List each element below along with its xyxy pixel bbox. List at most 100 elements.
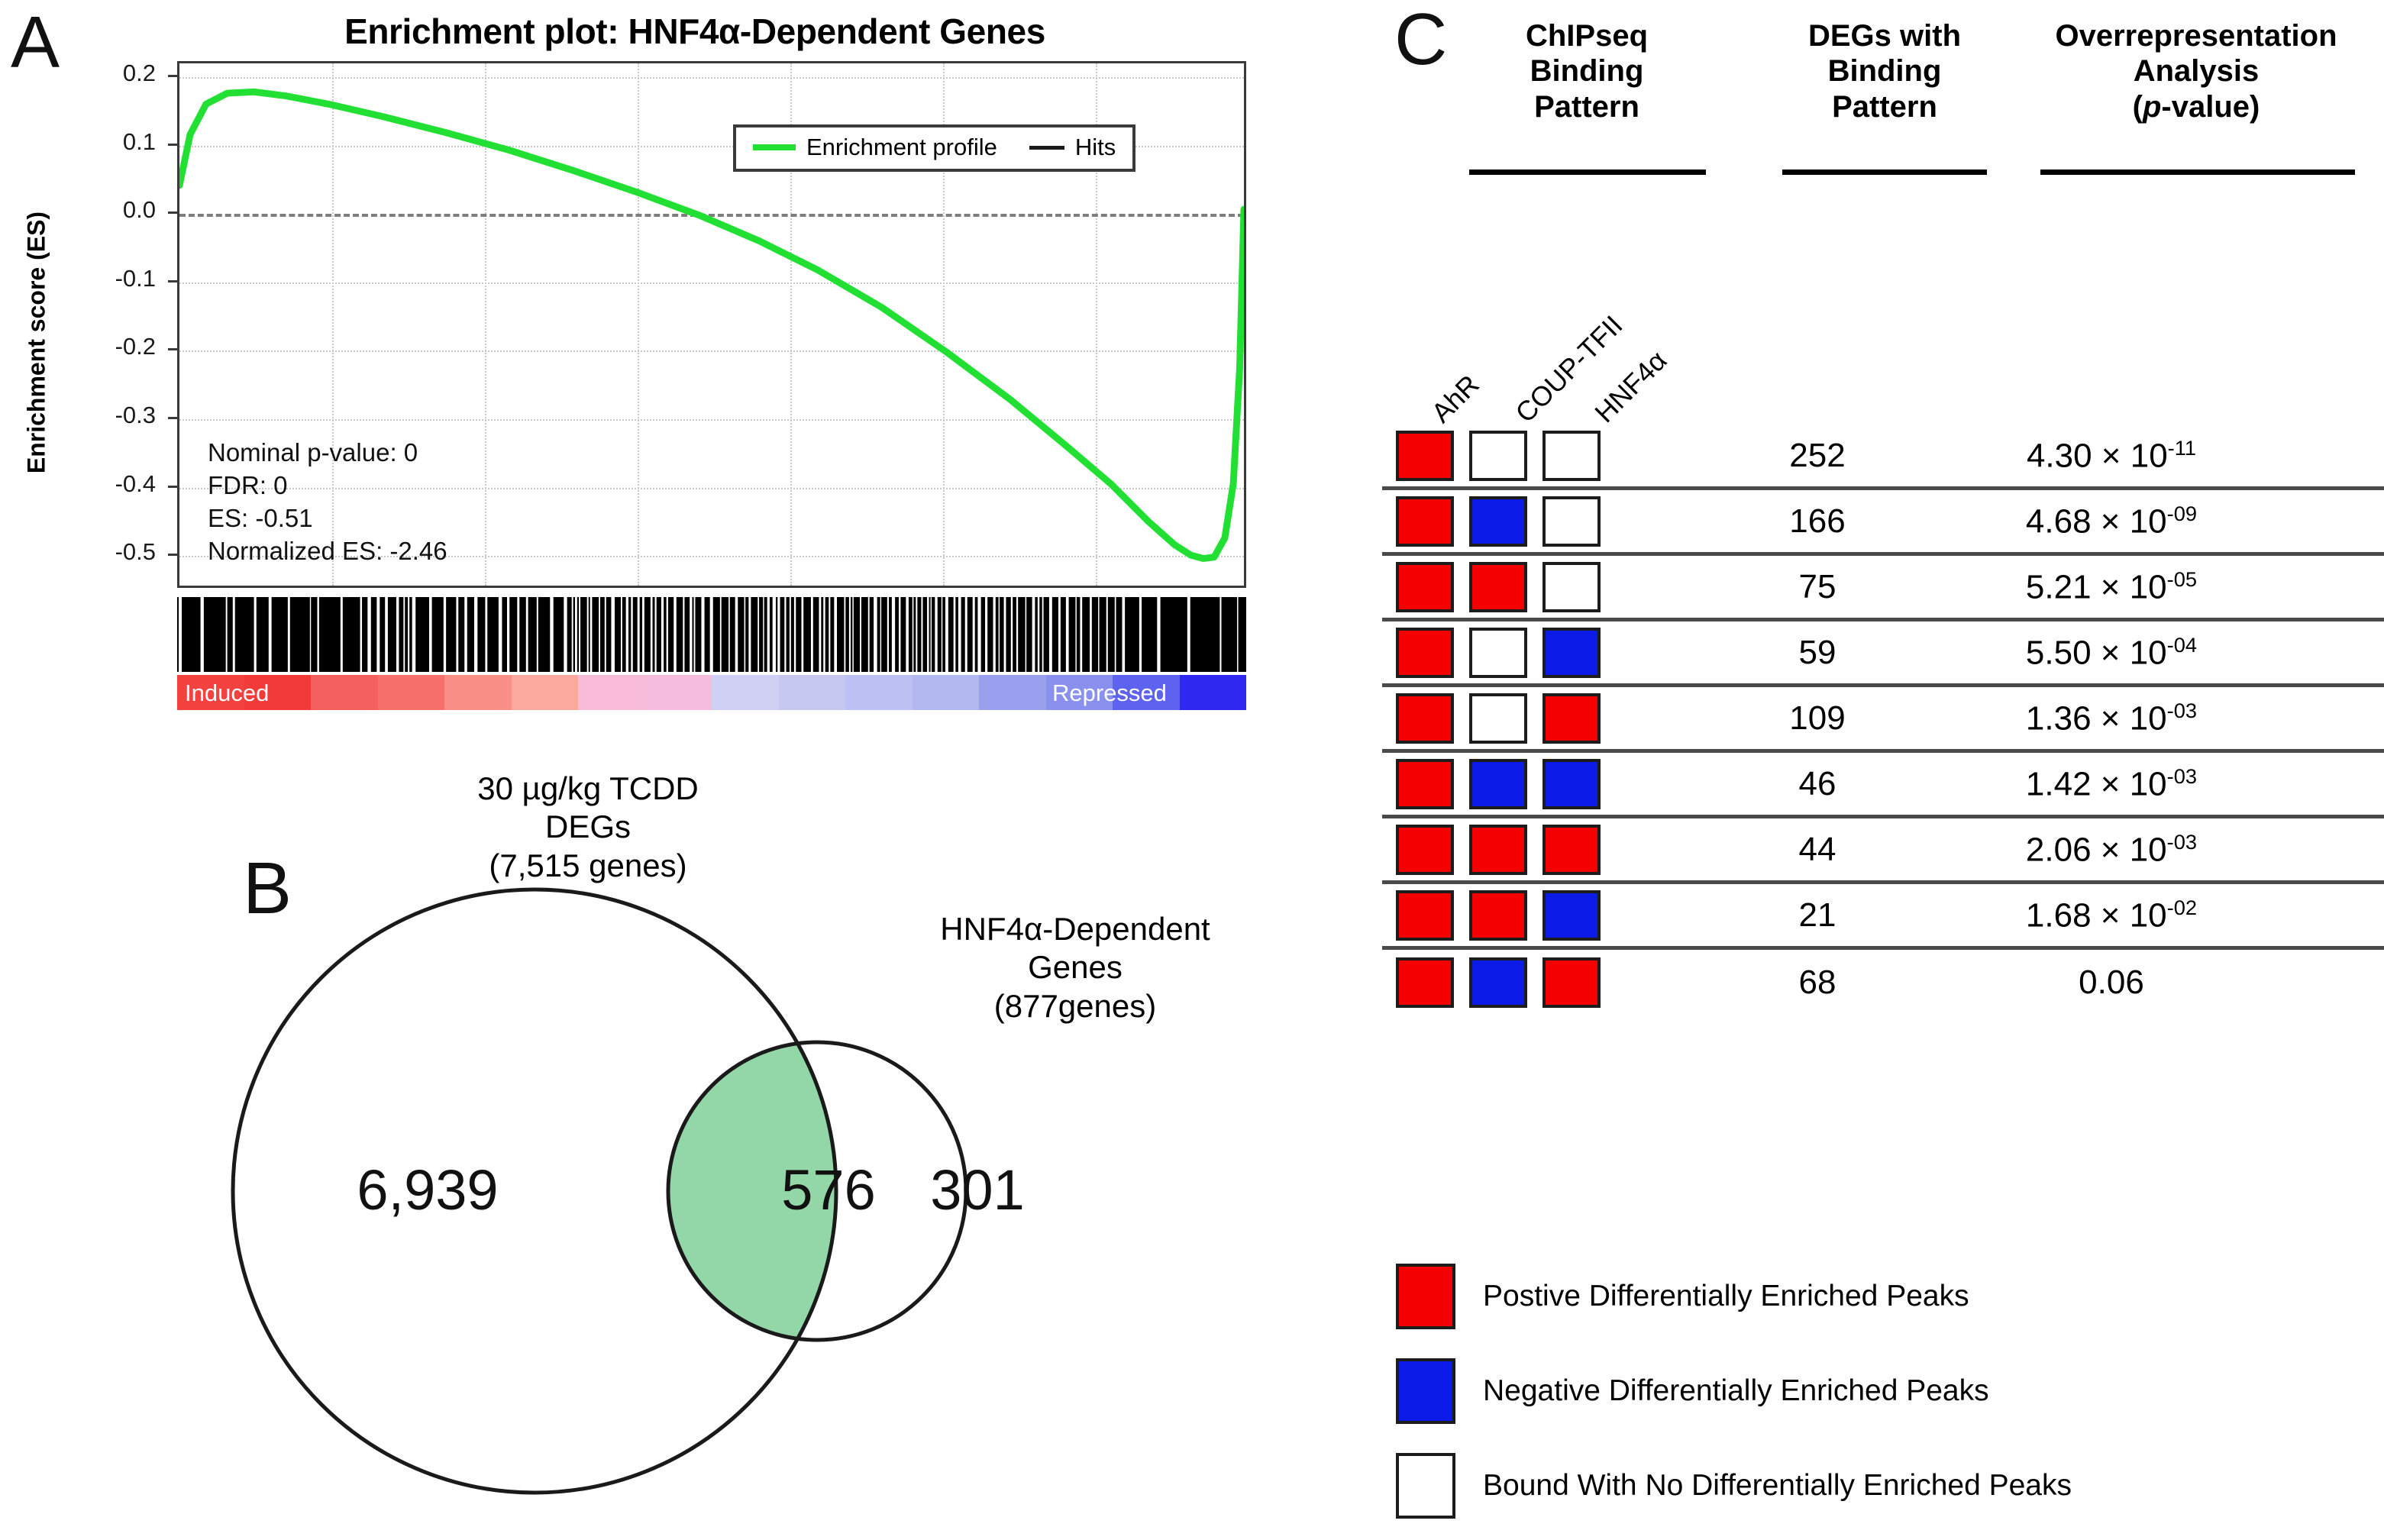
zero-reference-line <box>179 214 1244 218</box>
y-axis-tick-mark <box>168 416 179 419</box>
label-line: Binding <box>1827 54 1942 89</box>
label-line: Binding <box>1530 54 1644 89</box>
p-value-cell: 2.06 × 10-03 <box>2025 829 2198 869</box>
p-value-exponent: -04 <box>2166 632 2198 657</box>
rank-bar-segment <box>511 675 578 710</box>
rank-bar-segment <box>177 675 244 710</box>
vertical-gridline <box>332 63 334 586</box>
rank-bar-segment <box>778 675 845 710</box>
rank-bar-segment <box>712 675 779 710</box>
vertical-gridline <box>638 63 639 586</box>
rank-bar-label-induced: Induced <box>185 680 270 706</box>
horizontal-gridline <box>179 487 1244 489</box>
binding-swatch-coup-tfii <box>1469 824 1527 875</box>
rank-bar-segment <box>1045 675 1113 710</box>
legend-row: Bound With No Differentially Enriched Pe… <box>1396 1438 2381 1533</box>
binding-swatch-hnf4- <box>1542 430 1601 481</box>
horizontal-gridline <box>179 418 1244 421</box>
venn-count-left-only: 6,939 <box>357 1158 499 1222</box>
y-axis-tick-label: -0.2 <box>115 333 156 360</box>
rank-bar-segment <box>377 675 444 710</box>
binding-pattern-swatches <box>1382 758 1703 809</box>
horizontal-gridline <box>179 282 1244 284</box>
binding-swatch-coup-tfii <box>1469 430 1527 481</box>
p-value-cell: 5.50 × 10-04 <box>2025 632 2198 672</box>
y-axis-tick-mark <box>168 211 179 215</box>
y-axis-tick-label: 0.0 <box>122 196 156 224</box>
p-value-cell: 0.06 <box>2079 964 2144 1001</box>
binding-swatch-hnf4- <box>1542 561 1601 612</box>
p-value-cell: 5.21 × 10-05 <box>2025 567 2198 606</box>
vertical-gridline <box>1096 63 1097 586</box>
enrichment-plot-area <box>177 61 1246 588</box>
label-line: Genes <box>1028 949 1123 986</box>
y-axis-tick-label: 0.2 <box>122 59 156 86</box>
p-value-cell: 1.68 × 10-02 <box>2025 895 2198 935</box>
horizontal-gridline <box>179 76 1244 79</box>
legend-label-hits: Hits <box>1074 134 1116 160</box>
y-axis-tick-mark <box>168 74 179 77</box>
binding-swatch-ahr <box>1396 627 1454 678</box>
panel-b-letter: B <box>243 847 292 929</box>
deg-count-cell: 44 <box>1798 830 1836 868</box>
table-row: 44 2.06 × 10-03 <box>1382 818 2384 884</box>
label-line: DEGs with <box>1807 19 1962 53</box>
binding-pattern-swatches <box>1382 957 1703 1008</box>
legend-label: Bound With No Differentially Enriched Pe… <box>1483 1469 2072 1502</box>
p-value-cell: 4.30 × 10-11 <box>2026 435 2197 475</box>
p-value-exponent: -02 <box>2166 895 2198 919</box>
p-value-exponent: -03 <box>2166 764 2198 788</box>
venn-circle-tcdd-degs <box>231 887 838 1495</box>
legend-swatch-white <box>1396 1453 1455 1519</box>
y-axis-tick-label: -0.1 <box>115 264 156 292</box>
legend-swatch-blue <box>1396 1358 1455 1424</box>
label-line: (877genes) <box>993 987 1157 1024</box>
enrichment-stats-block: Nominal p-value: 0 FDR: 0 ES: -0.51 Norm… <box>208 437 447 568</box>
binding-swatch-ahr <box>1396 889 1454 941</box>
venn-intersection-region <box>668 1042 836 1340</box>
binding-swatch-hnf4- <box>1542 496 1601 547</box>
legend-row: Postive Differentially Enriched Peaks <box>1396 1249 2381 1344</box>
stat-es: ES: -0.51 <box>208 503 313 532</box>
rank-bar-label-repressed: Repressed <box>1052 680 1167 706</box>
legend-entry-enrichment-profile: Enrichment profile <box>753 134 997 161</box>
label-line: Overrepresentation <box>2055 19 2337 53</box>
legend-entry-hits: Hits <box>1029 134 1116 161</box>
binding-swatch-ahr <box>1396 957 1454 1008</box>
deg-count-cell: 46 <box>1798 764 1836 802</box>
venn-diagram <box>231 887 968 1495</box>
binding-pattern-swatches <box>1382 430 1703 481</box>
y-axis-tick-label: -0.5 <box>115 538 156 566</box>
p-value-cell: 1.36 × 10-03 <box>2025 698 2198 738</box>
binding-pattern-swatches <box>1382 889 1703 941</box>
deg-count-cell: 68 <box>1798 964 1836 1001</box>
deg-count-cell: 252 <box>1789 436 1846 474</box>
rank-bar-segment <box>1113 675 1180 710</box>
binding-swatch-ahr <box>1396 758 1454 809</box>
horizontal-gridline <box>179 145 1244 147</box>
vertical-gridline <box>485 63 486 586</box>
y-axis-tick-label: -0.3 <box>115 401 156 428</box>
binding-swatch-hnf4- <box>1542 957 1601 1008</box>
rank-bar-segment <box>1179 675 1246 710</box>
p-value-cell: 1.42 × 10-03 <box>2025 764 2198 803</box>
horizontal-gridline <box>179 350 1244 353</box>
label-line: (p-value) <box>2132 89 2260 124</box>
binding-swatch-hnf4- <box>1542 824 1601 875</box>
binding-swatch-ahr <box>1396 824 1454 875</box>
binding-swatch-coup-tfii <box>1469 693 1527 744</box>
p-value-exponent: -03 <box>2166 829 2198 854</box>
deg-count-cell: 21 <box>1798 896 1836 934</box>
binding-swatch-hnf4- <box>1542 758 1601 809</box>
label-line: 30 µg/kg TCDD <box>477 770 699 806</box>
enrichment-profile-curve <box>179 88 1244 562</box>
binding-swatch-ahr <box>1396 430 1454 481</box>
